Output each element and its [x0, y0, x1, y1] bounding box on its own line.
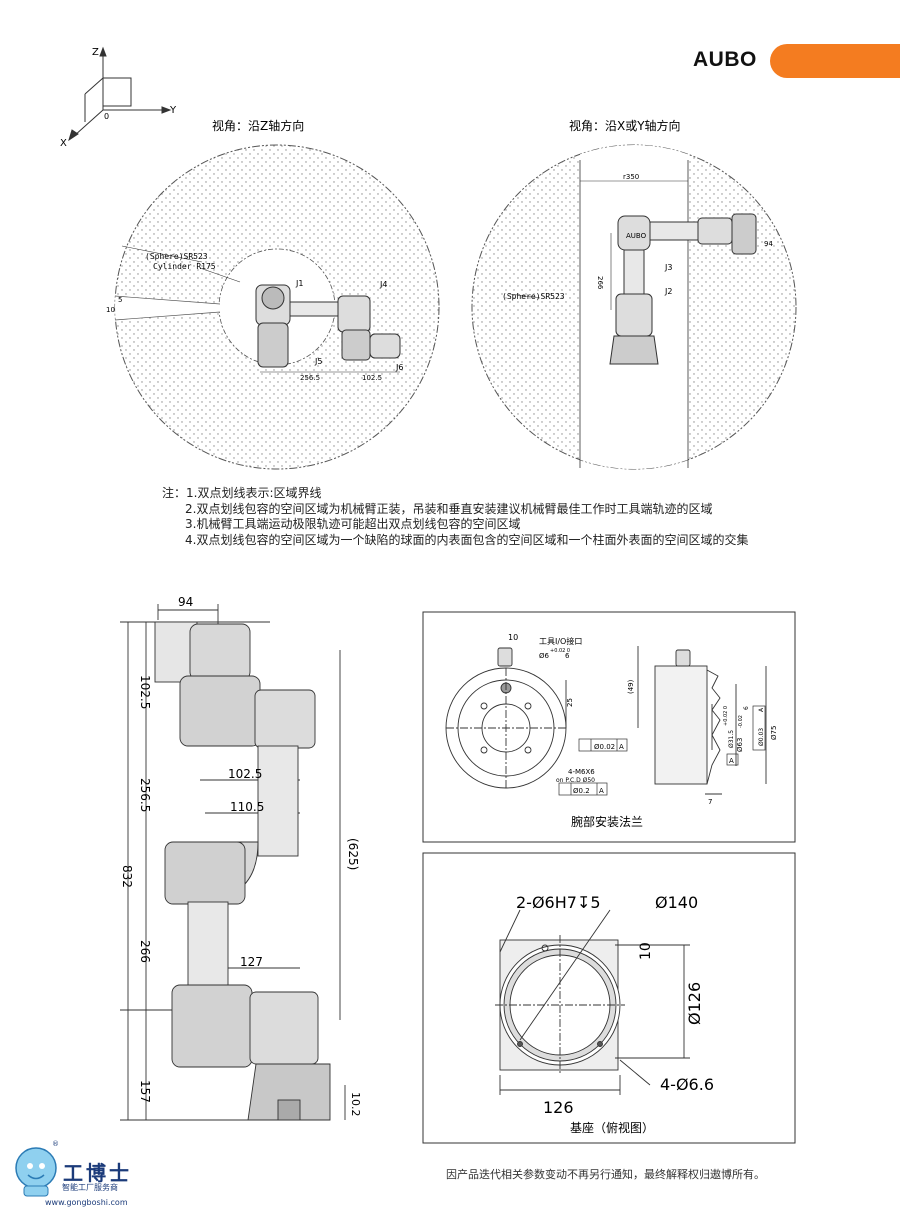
flange-dim-6: Ø6 — [539, 652, 550, 660]
flange-dim-49: (49) — [627, 679, 635, 694]
flange-dim-31-5: Ø31.5 — [728, 730, 735, 748]
side-dim-94: 94 — [764, 240, 773, 248]
notes-block: 注：1.双点划线表示:区域界线 2.双点划线包容的空间区域为机械臂正装，吊装和垂… — [162, 486, 748, 548]
registered-mark: ® — [52, 1140, 59, 1148]
flange-dim-6-depth: 6 — [565, 652, 570, 660]
axis-y-label: Y — [169, 105, 177, 116]
footer-disclaimer: 因产品迭代相关参数变动不再另行通知，最终解释权归遨博所有。 — [446, 1168, 765, 1181]
note-2: 2.双点划线包容的空间区域为机械臂正装，吊装和垂直安装建议机械臂最佳工作时工具端… — [185, 501, 713, 516]
note-4: 4.双点划线包容的空间区域为一个缺陷的球面的内表面包含的空间区域和一个柱面外表面… — [185, 532, 749, 547]
flange-dim-63: Ø63 — [736, 738, 744, 752]
flange-tol3-ref: A — [758, 707, 765, 712]
watermark-sub: 智能工厂服务商 — [62, 1183, 118, 1192]
top-dim-256: 256.5 — [300, 374, 320, 382]
arm-dim-110-5: 110.5 — [230, 800, 264, 814]
watermark-name: 工博士 — [63, 1161, 132, 1185]
side-view-workspace — [471, 144, 797, 470]
base-dim-126h: 126 — [543, 1098, 574, 1117]
view-top-title: 视角：沿Z轴方向 — [212, 118, 304, 133]
base-holes2: 2-Ø6H7↧5 — [516, 893, 601, 912]
arm-dim-94: 94 — [178, 595, 193, 609]
arm-dim-157: 157 — [138, 1080, 152, 1103]
arm-elevation-drawing — [120, 604, 346, 1121]
base-title: 基座（俯视图） — [570, 1120, 654, 1135]
axis-indicator — [68, 46, 172, 142]
arm-dim-832: 832 — [120, 865, 134, 888]
top-view-workspace — [114, 144, 440, 470]
flange-dim-63-tol: -0.02 — [738, 715, 744, 728]
watermark-url: www.gongboshi.com — [45, 1198, 128, 1207]
arm-dim-10-2: 10.2 — [349, 1092, 362, 1117]
flange-tol1-ref: A — [619, 743, 624, 751]
top-cylinder-label: Cylinder R175 — [153, 262, 216, 271]
top-dim-102: 102.5 — [362, 374, 382, 382]
brand-logo: AUBO — [693, 48, 757, 71]
arm-dim-102-5: 102.5 — [138, 675, 152, 709]
arm-dim-256-5: 256.5 — [138, 778, 152, 812]
arm-dim-625: (625) — [346, 838, 360, 870]
joint-j1-label: J1 — [295, 279, 303, 288]
flange-dim-6-tol: +0.02 0 — [550, 648, 570, 654]
flange-tool-io: 工具I/O接口 — [539, 636, 582, 646]
workspace-diagrams: Z Y X 0 视角：沿Z轴方向 视角：沿X或Y轴方向 (Sphere)SR52… — [60, 46, 797, 470]
flange-drawing — [445, 646, 767, 795]
base-drawing — [495, 909, 690, 1095]
flange-dim-7: 7 — [708, 798, 712, 806]
base-dim-126v: Ø126 — [685, 982, 704, 1025]
dimension-drawings: 94 102.5 256.5 832 266 157 (625) 102.5 1… — [120, 595, 796, 1144]
base-dim-140: Ø140 — [655, 893, 698, 912]
base-holes4: 4-Ø6.6 — [660, 1075, 714, 1094]
flange-bolts: 4-M6X6 — [568, 768, 595, 776]
flange-dim-31-5-tol: +0.02 0 — [723, 706, 729, 726]
top-dim-5: 5 — [118, 296, 122, 304]
flange-tolerance-frames — [558, 705, 766, 796]
arm-dim-102-5b: 102.5 — [228, 767, 262, 781]
view-side-title: 视角：沿X或Y轴方向 — [569, 118, 681, 133]
side-dim-266: 266 — [596, 276, 604, 290]
flange-dim-75: Ø75 — [770, 726, 778, 740]
brand-accent-bar — [770, 44, 900, 78]
joint-j2-label: J2 — [664, 287, 672, 296]
joint-j5-label: J5 — [314, 357, 322, 366]
flange-tol2: Ø0.2 — [573, 787, 590, 795]
note-1: 注：1.双点划线表示:区域界线 — [162, 486, 322, 500]
flange-pcd: on P.C.D Ø50 — [556, 777, 595, 784]
axis-origin-label: 0 — [104, 112, 109, 121]
joint-j4-label: J4 — [379, 280, 387, 289]
top-dim-10: 10 — [106, 306, 115, 314]
flange-dim-10: 10 — [508, 633, 518, 642]
mascot-logo-icon — [15, 1147, 57, 1197]
side-sphere-label: (Sphere)SR523 — [502, 292, 565, 301]
flange-tol2-ref: A — [599, 787, 604, 795]
flange-datum: A — [729, 757, 734, 765]
flange-tol1: Ø0.02 — [594, 743, 615, 751]
top-sphere-label: (Sphere)SR523 — [145, 252, 208, 261]
base-panel — [422, 852, 796, 1144]
base-dim-10: 10 — [638, 942, 654, 960]
flange-tol3: Ø0.03 — [758, 728, 765, 746]
axis-x-label: X — [60, 138, 67, 149]
side-r350-label: r350 — [623, 173, 639, 181]
joint-j6-label: J6 — [395, 363, 403, 372]
side-arm-logo: AUBO — [626, 232, 647, 240]
flange-panel — [422, 611, 796, 843]
note-3: 3.机械臂工具端运动极限轨迹可能超出双点划线包容的空间区域 — [185, 517, 521, 531]
flange-title: 腕部安装法兰 — [571, 814, 643, 829]
joint-j3-label: J3 — [664, 263, 672, 272]
flange-dim-25: 25 — [566, 698, 574, 707]
arm-dim-127: 127 — [240, 955, 263, 969]
flange-dim-6b: 6 — [743, 706, 750, 710]
axis-z-label: Z — [92, 47, 99, 58]
arm-dim-266: 266 — [138, 940, 152, 963]
